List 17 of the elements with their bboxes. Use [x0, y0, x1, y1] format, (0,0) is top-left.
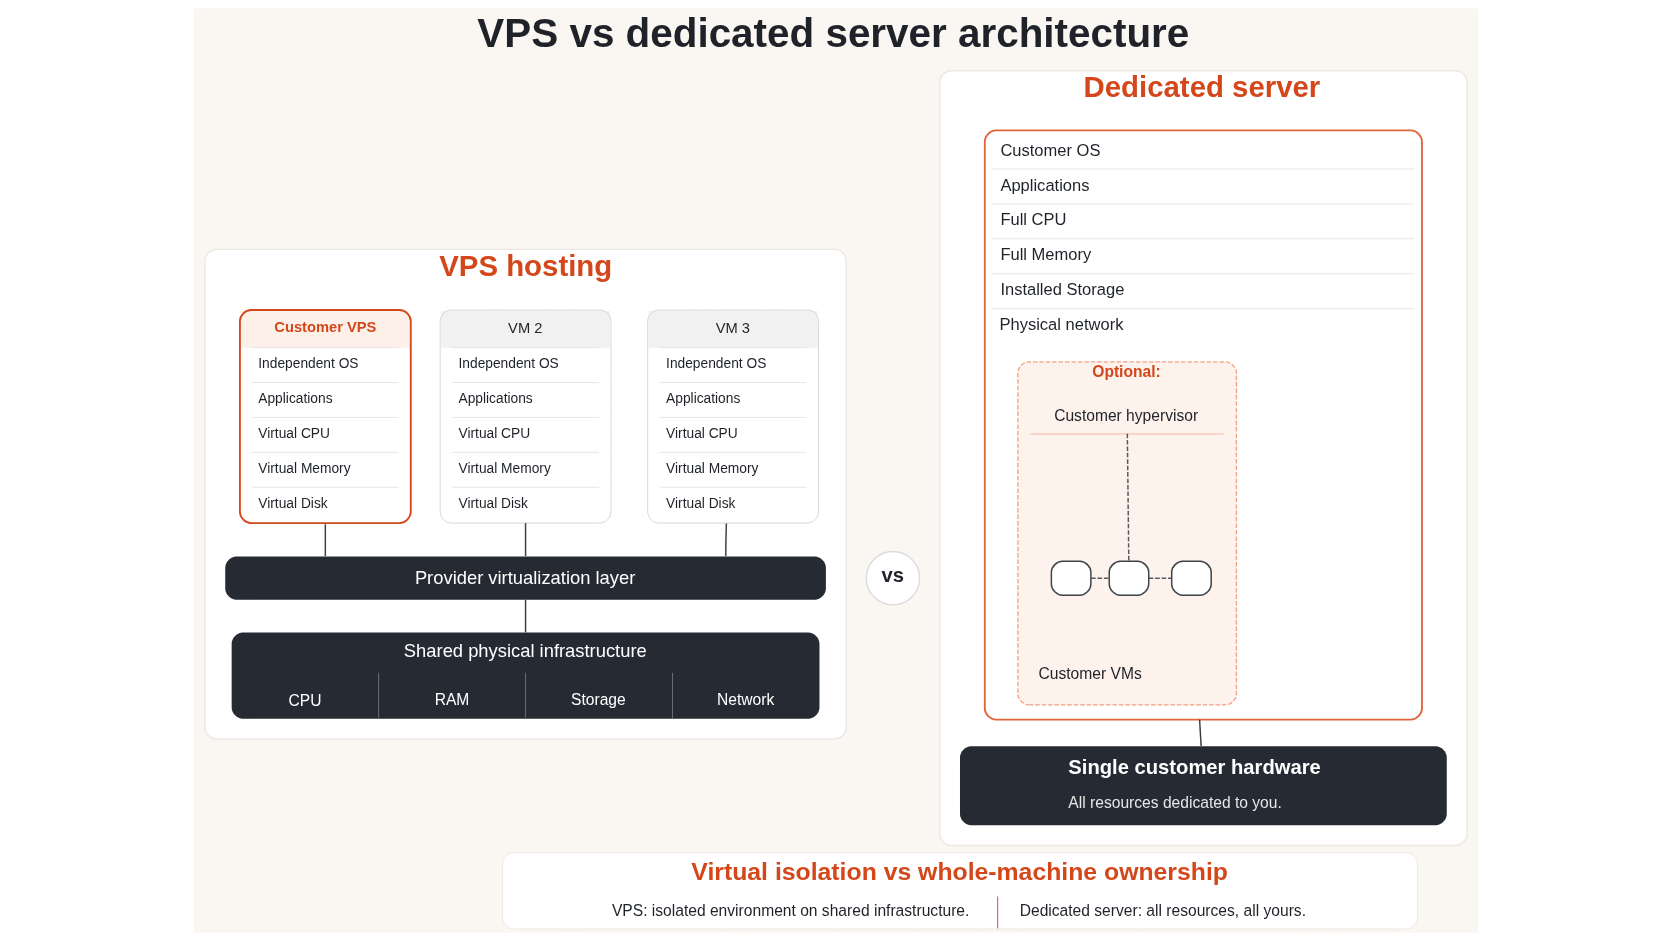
label: Customer VMs — [1038, 665, 1142, 683]
node-box — [1170, 560, 1212, 596]
node-box: Provider virtualization layer — [225, 556, 826, 600]
node-text: Customer hypervisor — [1054, 406, 1199, 424]
connector — [1148, 577, 1173, 579]
connector — [524, 599, 527, 634]
connector — [1198, 718, 1202, 747]
connector — [1090, 577, 1110, 579]
connector — [1126, 432, 1130, 562]
connector — [524, 522, 527, 557]
node-box: Single customer hardware All resources dedicated to you. — [960, 746, 1447, 826]
connector — [725, 522, 728, 557]
diagram-title: VPS vs dedicated server architecture — [477, 10, 1190, 57]
node-box — [1050, 560, 1092, 596]
node-circle: vs — [865, 550, 921, 606]
node-box — [1108, 560, 1150, 596]
connector — [324, 523, 327, 557]
